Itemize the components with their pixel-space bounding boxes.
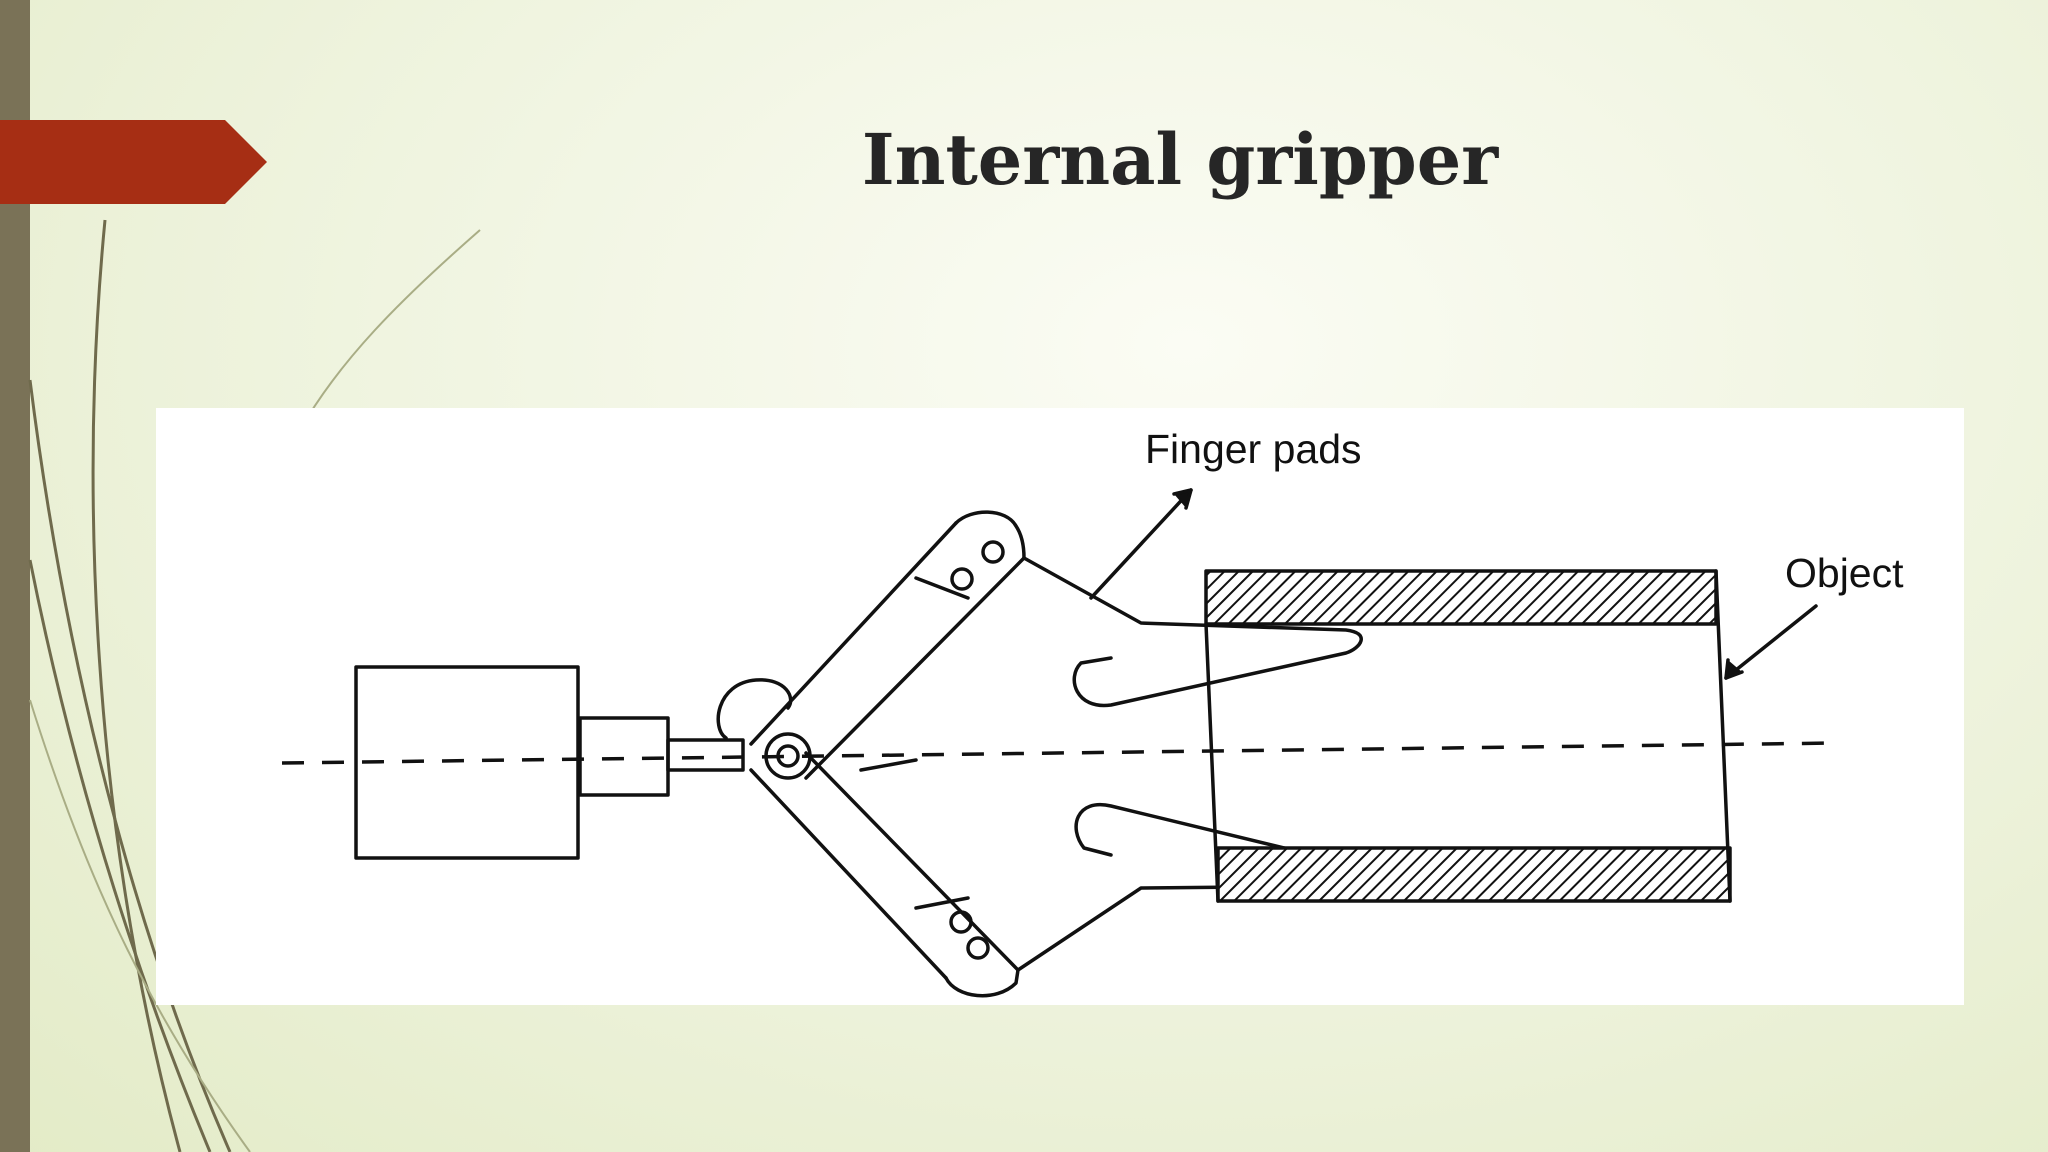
object-wall-top — [1204, 569, 1718, 626]
finger-pads-leader — [1089, 488, 1193, 600]
upper-finger — [1022, 556, 1363, 708]
finger-pads-label: Finger pads — [1145, 426, 1362, 472]
page-title: Internal gripper — [861, 118, 1499, 201]
title-arrow-shape — [0, 120, 267, 204]
gripper-drawing — [281, 488, 1837, 998]
object-leader — [1724, 604, 1818, 680]
actuator-body — [354, 665, 580, 860]
lower-link — [749, 751, 1020, 980]
piston-rod — [666, 738, 745, 772]
upper-link — [749, 521, 1026, 780]
centre-line — [281, 741, 1837, 765]
object-label: Object — [1785, 550, 1904, 596]
object-wall-bottom — [1216, 846, 1732, 903]
gripper-diagram: Finger pads Object — [156, 408, 1964, 1005]
